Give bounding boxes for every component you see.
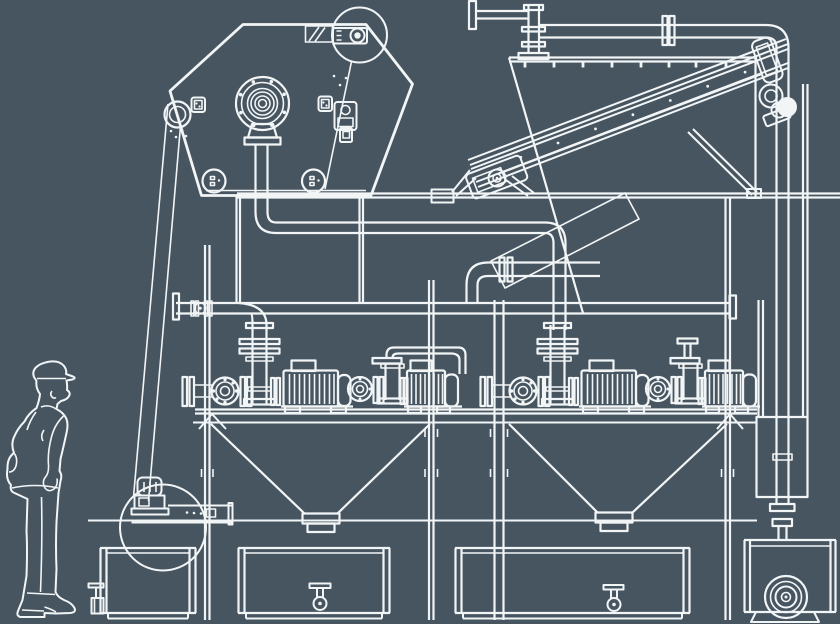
centre-process-pipe bbox=[254, 144, 567, 330]
header-flange-left bbox=[171, 292, 181, 321]
hand-valve-bay1 bbox=[308, 582, 332, 611]
inclined-conveyor bbox=[430, 36, 797, 289]
side-drive-bracket bbox=[332, 74, 358, 143]
conveyor-head-drive bbox=[751, 36, 797, 128]
conveyor-strut bbox=[687, 128, 758, 196]
mezzanine-rails bbox=[237, 192, 840, 199]
bottom-tank-bay1 bbox=[237, 546, 391, 620]
person-details bbox=[8, 377, 66, 613]
hexagonal-mill-housing bbox=[163, 6, 414, 197]
detail-circle-top bbox=[304, 6, 388, 190]
conveyor-tail bbox=[430, 154, 535, 204]
pump-bay1-piping bbox=[238, 301, 467, 374]
pump-skid-bay-1 bbox=[181, 321, 464, 415]
scale-figure-person bbox=[5, 360, 76, 618]
bottom-tank-bay2 bbox=[454, 546, 691, 620]
discharge-hoppers bbox=[210, 423, 728, 534]
mezzanine-platform bbox=[88, 197, 757, 620]
pump-skid-bay-2 bbox=[479, 321, 762, 415]
pump-bay2-piping bbox=[676, 337, 699, 358]
belt-tension-motor bbox=[130, 476, 234, 526]
tank-bolt-ticks bbox=[523, 62, 728, 68]
overhead-piping bbox=[467, 0, 809, 541]
bottom-rollers bbox=[201, 168, 327, 194]
detail-circle-bottom bbox=[119, 483, 207, 572]
pipe-flange-pair bbox=[661, 14, 669, 47]
blower-fan bbox=[763, 574, 809, 620]
belt-lines bbox=[132, 103, 182, 502]
hopper1-outlet bbox=[301, 512, 341, 525]
person-outline bbox=[5, 360, 76, 618]
pipe-end-flange bbox=[467, 0, 478, 31]
hand-valve-bay2 bbox=[602, 584, 625, 612]
machine-stand bbox=[235, 196, 365, 303]
blower-tank-right bbox=[743, 538, 837, 623]
gusset-left bbox=[198, 413, 227, 430]
conveyor-frame-lines bbox=[467, 38, 789, 188]
feed-header-pipe bbox=[171, 256, 738, 321]
left-pulley bbox=[163, 100, 192, 139]
bottom-tank-far-left bbox=[87, 546, 197, 620]
housing-outline bbox=[168, 23, 414, 197]
riser-tee bbox=[465, 256, 600, 303]
inspection-plate-right bbox=[317, 95, 333, 112]
main-bearing-flange bbox=[234, 75, 291, 146]
inspection-plate-left bbox=[190, 96, 206, 113]
belt-drive bbox=[119, 103, 234, 572]
hand-valve-left bbox=[87, 582, 105, 615]
right-duct-box bbox=[755, 415, 809, 499]
support-columns bbox=[200, 197, 735, 620]
